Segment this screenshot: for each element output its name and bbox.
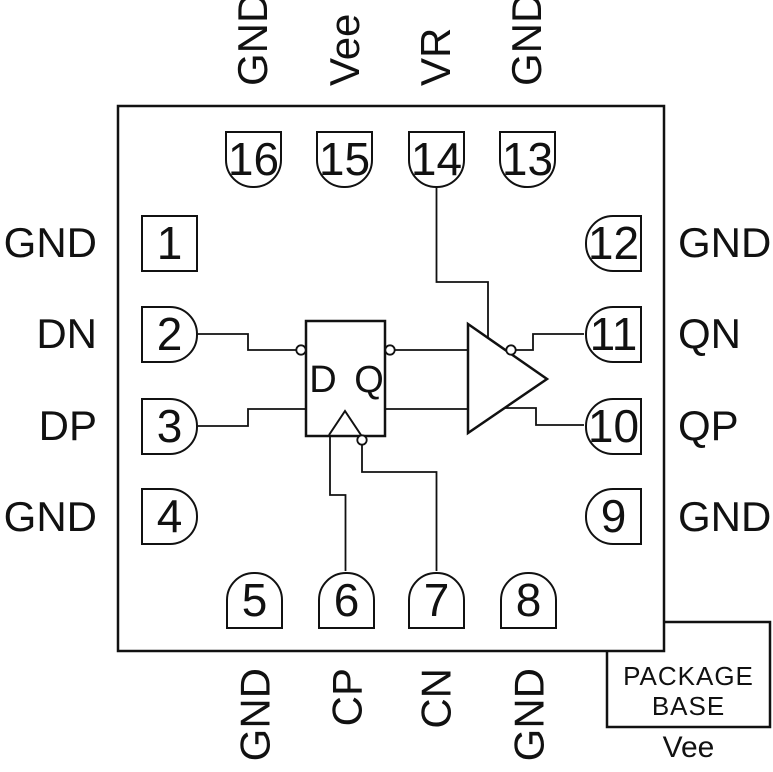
pin-16: 16	[225, 131, 282, 188]
package-base-net-label: Vee	[662, 731, 715, 764]
pin-3-signal: DP	[38, 402, 97, 449]
pin-11: 11	[585, 306, 642, 363]
pin-8-signal: GND	[505, 668, 552, 762]
pin-1: 1	[141, 215, 198, 272]
pin-14-signal: VR	[412, 27, 459, 86]
pin-15: 15	[316, 131, 373, 188]
wire-dp	[198, 408, 305, 427]
wires	[198, 188, 584, 571]
package-outline	[116, 104, 666, 653]
pin-10: 10	[585, 398, 642, 455]
inversion-bubbles	[295, 344, 517, 446]
pin-15-signal: Vee	[321, 13, 368, 86]
pin-5: 5	[226, 572, 283, 629]
pin-6-signal: CP	[323, 668, 370, 727]
pin-2: 2	[141, 306, 198, 363]
wire-cp	[329, 436, 347, 571]
pin-13-signal: GND	[503, 0, 550, 86]
pin-7-signal: CN	[413, 668, 460, 729]
pin-12-signal: GND	[678, 219, 772, 266]
flip-flop-q-label: Q	[354, 359, 384, 401]
pin-13: 13	[499, 131, 556, 188]
wire-cn	[361, 445, 438, 571]
package-base-line2: BASE	[651, 691, 726, 721]
clock-edge-triangle	[328, 409, 362, 436]
pin-9: 9	[585, 488, 642, 545]
pin-11-signal: QN	[678, 310, 741, 357]
pin-8: 8	[500, 572, 557, 629]
pin-1-signal: GND	[3, 219, 97, 266]
pin-10-signal: QP	[678, 402, 739, 449]
bubble-dn-input	[295, 344, 307, 356]
pin-3: 3	[141, 398, 198, 455]
bubble-q-output	[384, 344, 396, 356]
pin-6: 6	[318, 572, 375, 629]
pin-4-signal: GND	[3, 493, 97, 540]
flip-flop-box	[304, 319, 387, 438]
flip-flop-d-label: D	[309, 359, 337, 401]
pin-4: 4	[141, 488, 198, 545]
package-base-line1: PACKAGE	[623, 661, 754, 691]
bubble-clock-cn	[356, 434, 368, 446]
pin-5-signal: GND	[231, 668, 278, 762]
bubble-buffer-out	[505, 344, 517, 356]
pin-12: 12	[585, 215, 642, 272]
pin-16-signal: GND	[229, 0, 276, 86]
pin-9-signal: GND	[678, 493, 772, 540]
wire-dn	[198, 333, 296, 351]
pin-2-signal: DN	[36, 310, 97, 357]
pin-14: 14	[408, 131, 465, 188]
pin-7: 7	[408, 572, 465, 629]
wire-qp	[505, 407, 584, 426]
wire-vr	[435, 188, 489, 338]
wire-qn	[516, 333, 584, 351]
